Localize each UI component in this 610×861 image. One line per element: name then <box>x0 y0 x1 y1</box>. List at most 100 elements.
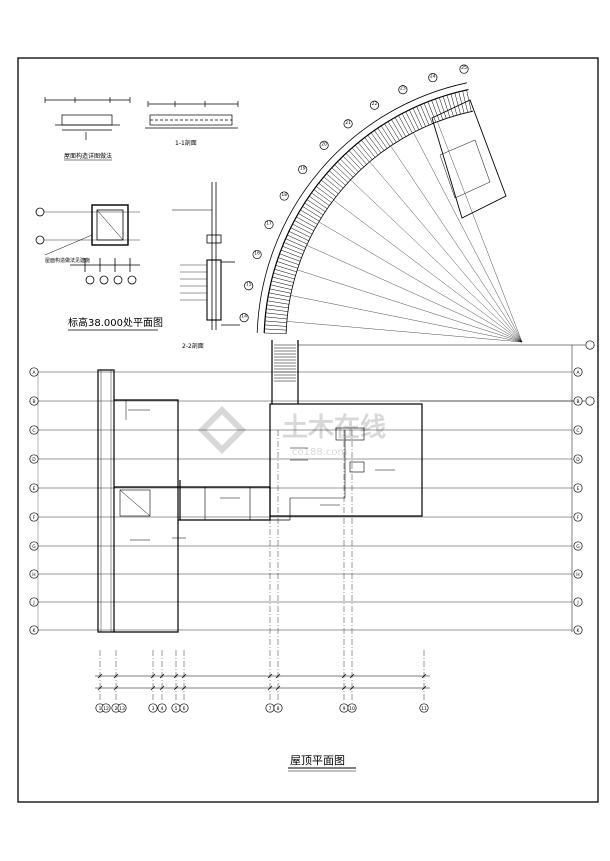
svg-text:15: 15 <box>246 282 252 288</box>
svg-text:16: 16 <box>254 251 260 257</box>
grid-bubbles-arc: 14 15 16 17 18 19 20 21 22 23 24 25 <box>239 64 469 323</box>
grid-bubble <box>585 396 595 406</box>
svg-text:10: 10 <box>349 706 355 712</box>
svg-text:14: 14 <box>241 314 247 320</box>
grid-bubble: 10 <box>347 703 357 713</box>
grid-bubble: A <box>29 367 39 377</box>
detail-note: 屋面构造做法见建施 <box>45 257 90 264</box>
grid-bubble: 7 <box>265 703 275 713</box>
grid-bubble: 3 <box>148 703 158 713</box>
svg-text:4: 4 <box>161 706 164 712</box>
grid-bubble: 20 <box>319 140 329 150</box>
watermark: 土木在线 co188.com <box>197 405 386 458</box>
svg-text:K: K <box>33 628 37 634</box>
grid-bubble: D <box>29 454 39 464</box>
dimension-line-bottom <box>95 675 430 689</box>
svg-text:B: B <box>32 399 35 405</box>
grid-bubble: 6 <box>179 703 189 713</box>
svg-text:24: 24 <box>430 74 436 80</box>
section-detail-1 <box>44 97 131 140</box>
svg-text:21: 21 <box>345 120 351 126</box>
section-label-3: 2-2剖面 <box>182 342 204 350</box>
grid-bubble: F <box>573 512 583 522</box>
grid-bubble: 4 <box>157 703 167 713</box>
grid-bubble: C <box>573 425 583 435</box>
svg-text:2: 2 <box>115 706 118 712</box>
dimension-ticks <box>97 673 427 691</box>
roof-outline <box>97 340 423 633</box>
grid-bubble: K <box>29 625 39 635</box>
grid-bubble: J <box>573 597 583 607</box>
svg-text:7: 7 <box>269 706 272 712</box>
grid-bubble: 9 <box>339 703 349 713</box>
svg-text:13: 13 <box>119 706 125 712</box>
grid-bubble: 5 <box>171 703 181 713</box>
grid-bubble: 8 <box>273 703 283 713</box>
grid-bubble: H <box>573 569 583 579</box>
grid-bubble: 18 <box>279 191 289 201</box>
svg-text:22: 22 <box>372 101 378 107</box>
svg-text:C: C <box>32 428 35 434</box>
elevation-tags <box>128 409 395 541</box>
svg-text:5: 5 <box>175 706 178 712</box>
svg-text:D: D <box>576 457 580 463</box>
svg-text:17: 17 <box>266 221 272 227</box>
detail-title: 标高38.000处平面图 <box>68 316 163 329</box>
grid-bubble: B <box>573 396 583 406</box>
grid-bubble: 23 <box>398 85 408 95</box>
svg-text:J: J <box>576 600 578 606</box>
grid-bubbles-right: A B C D E F G H J K <box>573 340 595 635</box>
svg-text:A: A <box>32 370 36 376</box>
grid-bubble: E <box>29 483 39 493</box>
grid-bubble: 22 <box>369 100 380 110</box>
svg-text:F: F <box>577 515 580 521</box>
svg-text:H: H <box>32 572 35 578</box>
grid-bubble: 13 <box>117 703 127 713</box>
grid-bubble: D <box>573 454 583 464</box>
svg-text:A: A <box>576 370 580 376</box>
grid-bubble: G <box>29 541 39 551</box>
grid-bubble <box>585 340 595 350</box>
grid-bubbles-left: A B C D E F G H J K <box>29 367 39 635</box>
svg-text:12: 12 <box>103 706 109 712</box>
section-label-1: 屋面构造详图做法 <box>64 152 112 160</box>
grid-bubble: 21 <box>343 119 353 129</box>
sheet-frame <box>17 57 599 803</box>
grid-bubble: 11 <box>419 703 429 713</box>
svg-text:E: E <box>33 486 36 492</box>
svg-text:J: J <box>32 600 34 606</box>
grid-bubble: C <box>29 425 39 435</box>
svg-text:6: 6 <box>183 706 186 712</box>
section-label-2: 1-1剖面 <box>175 139 197 147</box>
grid-bubble: E <box>573 483 583 493</box>
grid-bubble: 25 <box>459 64 469 74</box>
grid-bubble: H <box>29 569 39 579</box>
svg-text:E: E <box>577 486 580 492</box>
svg-text:3: 3 <box>152 706 155 712</box>
drawing-title: 屋顶平面图 <box>290 754 345 767</box>
vertical-section <box>172 182 240 330</box>
grid-bubble: 16 <box>252 249 262 260</box>
svg-text:8: 8 <box>277 706 280 712</box>
svg-text:23: 23 <box>400 86 406 92</box>
svg-text:F: F <box>33 515 36 521</box>
svg-text:K: K <box>577 628 581 634</box>
grid-bubble: G <box>573 541 583 551</box>
svg-text:1: 1 <box>99 706 102 712</box>
grid-bubble: J <box>29 597 39 607</box>
grid-bubble: 15 <box>244 281 254 291</box>
svg-text:19: 19 <box>300 166 306 172</box>
grid-bubble: 14 <box>239 313 249 323</box>
watermark-text: 土木在线 <box>282 413 386 443</box>
grid-bubble: 24 <box>428 73 438 83</box>
svg-text:H: H <box>576 572 579 578</box>
grid-bubble: 19 <box>298 164 308 175</box>
svg-text:B: B <box>576 399 579 405</box>
grid-lines <box>37 344 585 700</box>
grid-bubble: 12 <box>101 703 111 713</box>
detail-plan <box>35 204 140 285</box>
svg-text:G: G <box>576 544 580 550</box>
svg-text:D: D <box>32 457 36 463</box>
section-detail-2 <box>145 101 239 129</box>
